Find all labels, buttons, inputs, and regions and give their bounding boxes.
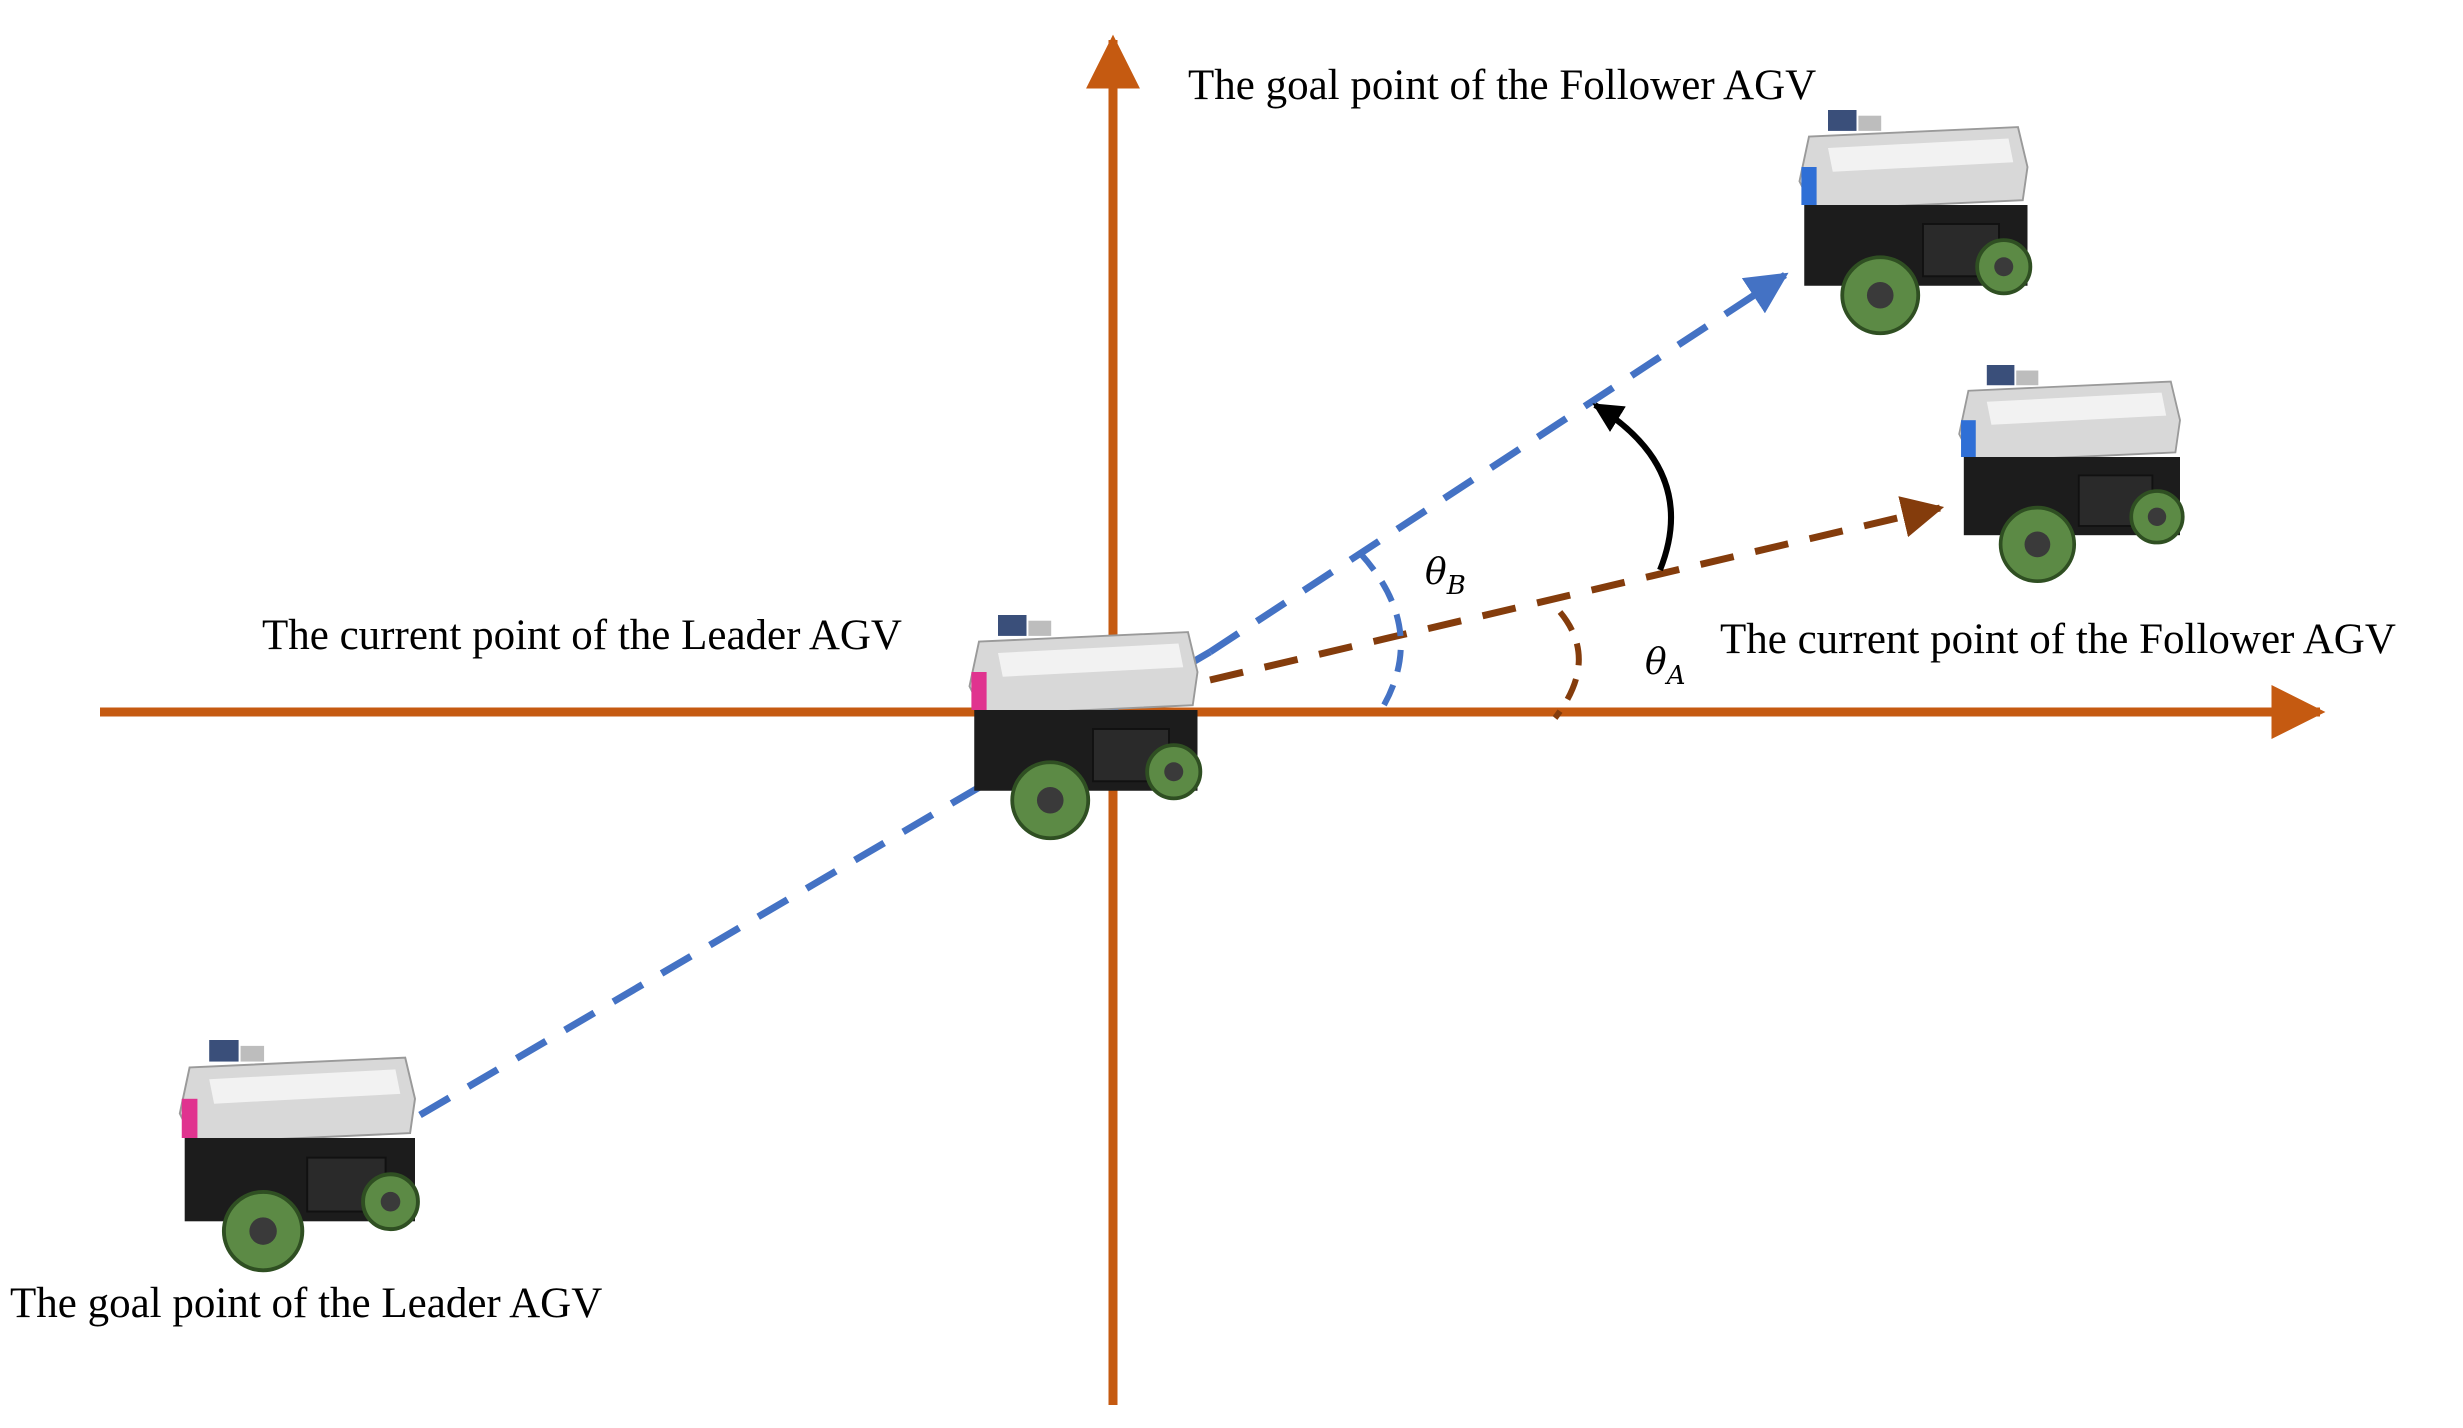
leader-current-agv-icon: [967, 613, 1203, 841]
leader-goal-agv-icon: [177, 1038, 420, 1273]
leader-goal-line: [418, 648, 1212, 1119]
leader-current-label: The current point of the Leader AGV: [262, 612, 902, 659]
theta-a-arc: [1552, 610, 1582, 720]
follower-current-agv-icon: [1957, 363, 2185, 584]
leader-goal-label: The goal point of the Leader AGV: [10, 1280, 603, 1327]
follower-goal-agv-icon: [1797, 108, 2033, 336]
theta-b-label: θB: [1425, 552, 1466, 601]
follower-current-label: The current point of the Follower AGV: [1720, 616, 2396, 663]
follower-current-line: [1209, 496, 1945, 684]
follower-goal-label: The goal point of the Follower AGV: [1188, 62, 1817, 109]
follower-goal-line: [1208, 272, 1789, 655]
theta-b-arc: [1357, 550, 1404, 714]
rotation-arrow: [1592, 402, 1675, 572]
theta-a-label: θA: [1645, 642, 1686, 691]
